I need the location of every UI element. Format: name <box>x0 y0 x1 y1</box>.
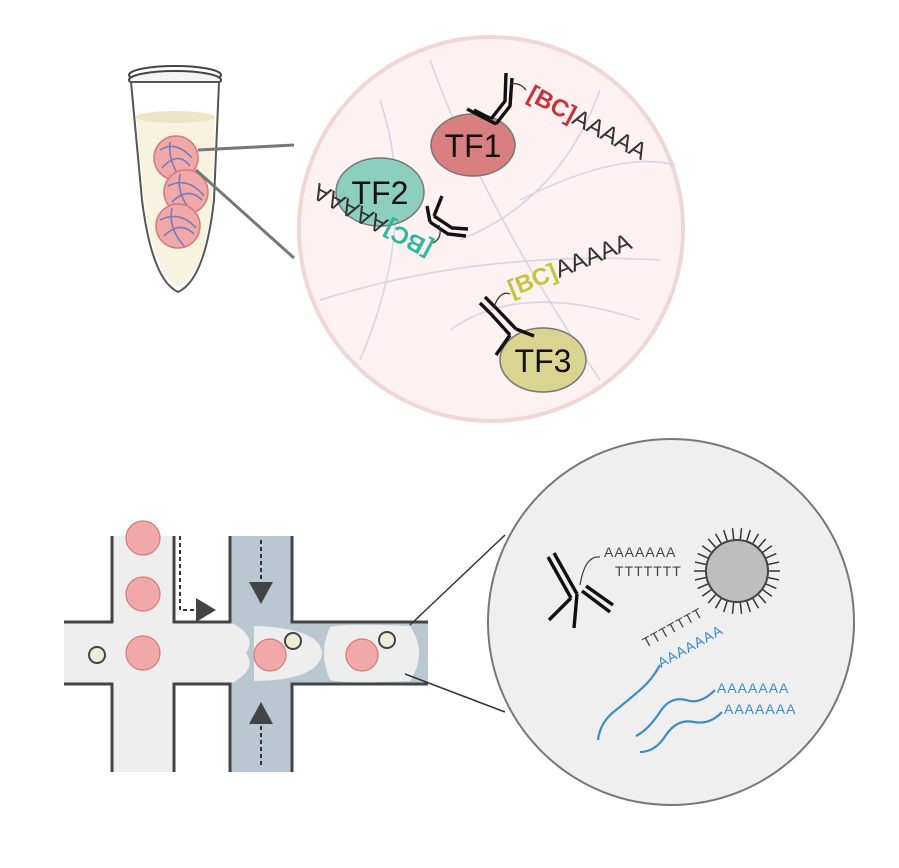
antibody-icon <box>425 195 469 238</box>
chromatin-zoom-circle <box>297 35 685 423</box>
tube-bead <box>155 203 201 249</box>
antibody-icon <box>546 552 614 629</box>
flow-path <box>179 536 196 611</box>
tf1-label: TF1 <box>445 128 502 164</box>
tube-beads <box>153 135 209 249</box>
antibody-icon <box>466 72 514 126</box>
oil-flow-up-arrow-icon <box>249 702 273 724</box>
tube-bead <box>163 169 209 215</box>
cell-droplets <box>125 520 379 672</box>
droplet-zoom-circle: AAAAAAA TTTTTTT TTTTTTT AAAAAAA AAAAAAA … <box>487 438 855 806</box>
antibody-polyA: AAAAAAA <box>604 544 676 560</box>
tf2-label: TF2 <box>352 175 409 211</box>
tf3-label: TF3 <box>515 343 572 379</box>
microfluidic-chip <box>64 520 428 772</box>
flow-arrow-icon <box>196 598 216 622</box>
mrna-polyA-2: AAAAAAA <box>724 701 796 717</box>
barcode-beads <box>88 631 396 664</box>
antibody-icon <box>478 295 535 356</box>
zoom-line-bottom <box>404 673 506 713</box>
bead-oligo-dt-1: TTTTTTT <box>615 563 682 579</box>
zoom-line-top <box>409 534 506 626</box>
oil-flow-down-arrow-icon <box>249 582 273 604</box>
mrna-strands <box>596 664 723 754</box>
zoom-line-top <box>197 143 295 152</box>
zoom-line-bottom <box>194 168 296 260</box>
capture-bead-icon <box>694 528 780 614</box>
mrna-polyA-1: AAAAAAA <box>717 680 789 696</box>
